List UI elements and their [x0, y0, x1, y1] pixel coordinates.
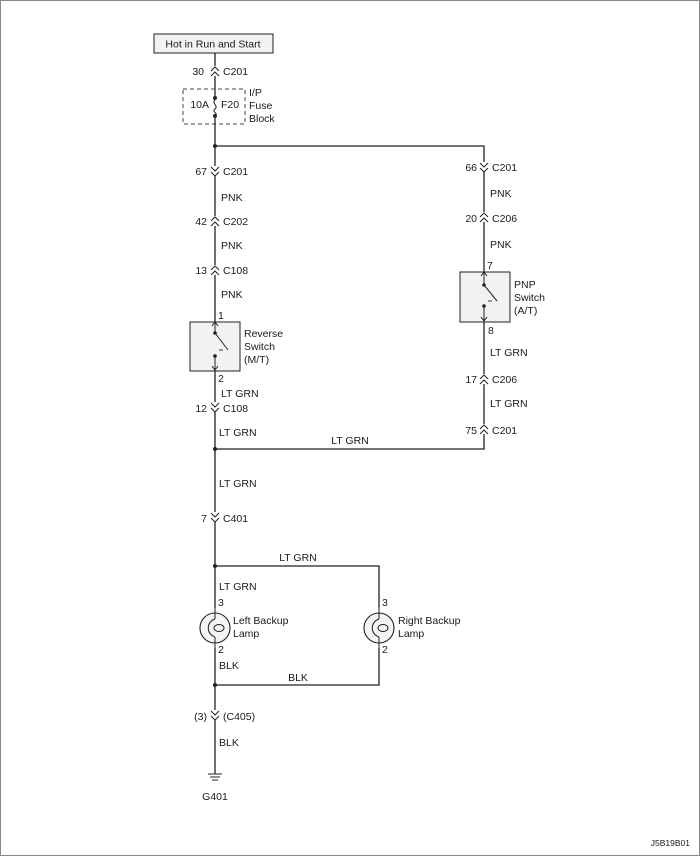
wire-label-right-1: PNK [490, 188, 512, 200]
reverse-switch-label-1: Reverse [244, 328, 283, 340]
reverse-switch-label-2: Switch [244, 341, 275, 353]
ground-name: G401 [202, 791, 228, 803]
wire-label-join: LT GRN [331, 435, 369, 447]
connector-c201-30 [210, 66, 220, 77]
connector-pin-30: 30 [192, 66, 204, 78]
connector-pin-67: 67 [195, 166, 207, 178]
fuse-block-outline [182, 88, 246, 125]
connector-name-c405: (C405) [223, 711, 255, 723]
wire-label-down-1: LT GRN [219, 478, 257, 490]
left-lamp-pin-2: 2 [218, 644, 224, 656]
wire-label-ground-2: BLK [219, 737, 239, 749]
pnp-switch-label-2: Switch [514, 292, 545, 304]
connector-pin-13: 13 [195, 265, 207, 277]
connector-pin-42: 42 [195, 216, 207, 228]
connector-c206-17 [479, 374, 489, 385]
left-lamp-label-2: Lamp [233, 628, 259, 640]
fuse-terminal-top [213, 96, 217, 100]
wire-lamp-branch-bottom [215, 648, 380, 686]
pnp-switch-pin-7: 7 [487, 260, 493, 272]
connector-c108-12 [210, 402, 220, 413]
wire-label-right-4: LT GRN [490, 398, 528, 410]
fuse-block-label-3: Block [249, 113, 275, 125]
right-lamp-pin-3: 3 [382, 597, 388, 609]
connector-c206-20 [479, 212, 489, 223]
pnp-switch-icon [480, 271, 498, 322]
wire-label-ground-1: BLK [219, 660, 239, 672]
connector-pin-12: 12 [195, 403, 207, 415]
connector-c202-42 [210, 216, 220, 227]
left-lamp-label-1: Left Backup [233, 615, 289, 627]
fuse-amps: 10A [190, 99, 209, 111]
connector-name-c201-top: C201 [223, 66, 248, 78]
wire-lamp-branch-top [215, 565, 380, 608]
wire-label-left-3: PNK [221, 289, 243, 301]
connector-name-c202: C202 [223, 216, 248, 228]
connector-name-c201-left: C201 [223, 166, 248, 178]
wire-join [215, 434, 485, 450]
splice-join [213, 447, 217, 451]
connector-c201-75 [479, 424, 489, 435]
fuse-name: F20 [221, 99, 239, 111]
figure-id: J5B19B01 [651, 838, 690, 848]
reverse-switch-label-3: (M/T) [244, 354, 269, 366]
pnp-switch-pin-8: 8 [488, 325, 494, 337]
connector-name-c108-top: C108 [223, 265, 248, 277]
right-lamp-icon [363, 608, 395, 648]
reverse-switch-pin-2: 2 [218, 373, 224, 385]
connector-name-c401: C401 [223, 513, 248, 525]
ground-icon [208, 773, 222, 781]
wire-label-right-2: PNK [490, 239, 512, 251]
reverse-switch-pin-1: 1 [218, 310, 224, 322]
right-lamp-label-1: Right Backup [398, 615, 461, 627]
fuse-element-icon [213, 99, 217, 116]
fuse-block-label-2: Fuse [249, 100, 273, 112]
connector-pin-75: 75 [465, 425, 477, 437]
wire-label-left-2: PNK [221, 240, 243, 252]
power-source-box [153, 33, 274, 54]
connector-c401-7 [210, 512, 220, 523]
connector-name-c108-bottom: C108 [223, 403, 248, 415]
connector-name-c201-bottom: C201 [492, 425, 517, 437]
connector-pin-66: 66 [465, 162, 477, 174]
connector-c108-13 [210, 265, 220, 276]
connector-c201-67 [210, 166, 220, 177]
connector-pin-17: 17 [465, 374, 477, 386]
connector-pin-20: 20 [465, 213, 477, 225]
wire-branch-right [215, 145, 485, 162]
fuse-block-label-1: I/P [249, 87, 262, 99]
wire-label-lamp-branch-bottom: BLK [288, 672, 308, 684]
power-source-label: Hot in Run and Start [165, 39, 260, 51]
connector-name-c206-top: C206 [492, 213, 517, 225]
wire-label-down-2: LT GRN [219, 581, 257, 593]
pnp-switch-label-1: PNP [514, 279, 536, 291]
pnp-switch-label-3: (A/T) [514, 305, 537, 317]
right-lamp-label-2: Lamp [398, 628, 424, 640]
wire-label-left-4: LT GRN [221, 388, 259, 400]
wire-label-right-3: LT GRN [490, 347, 528, 359]
connector-c405-3 [210, 710, 220, 721]
connector-pin-7: 7 [201, 513, 207, 525]
wire-label-left-5: LT GRN [219, 427, 257, 439]
splice-ground [213, 683, 217, 687]
wire-label-lamp-branch-top: LT GRN [279, 552, 317, 564]
connector-name-c201-right: C201 [492, 162, 517, 174]
connector-pin-3: (3) [194, 711, 207, 723]
left-lamp-icon [199, 608, 231, 648]
connector-c201-66 [479, 162, 489, 173]
pnp-switch-box [459, 271, 511, 323]
left-lamp-pin-3: 3 [218, 597, 224, 609]
reverse-switch-icon [211, 321, 229, 371]
wire-label-left-1: PNK [221, 192, 243, 204]
right-lamp-pin-2: 2 [382, 644, 388, 656]
connector-name-c206-bottom: C206 [492, 374, 517, 386]
